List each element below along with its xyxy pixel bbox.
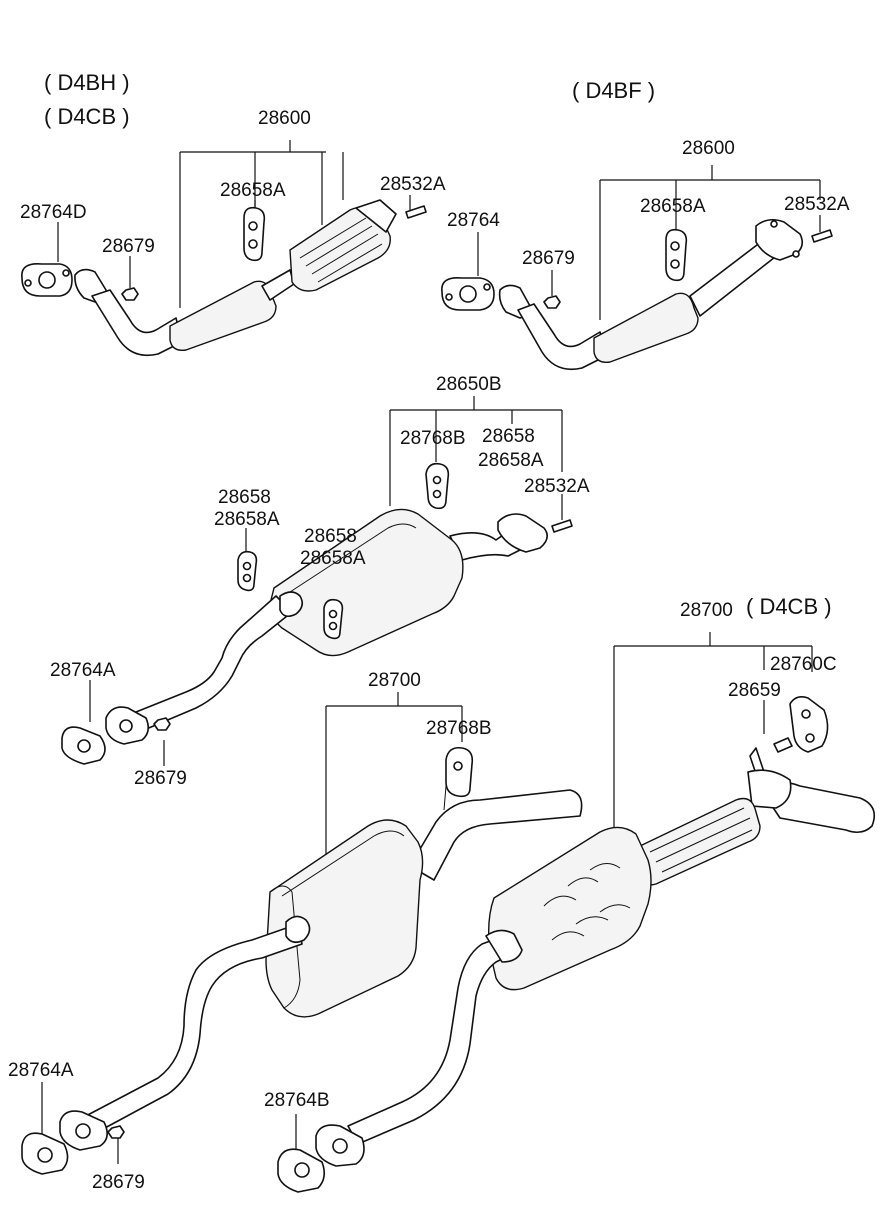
center-muffler-shape: [269, 508, 464, 657]
main-muffler-assembly: [21, 692, 583, 1175]
label-tl-28679: 28679: [102, 236, 155, 257]
label-m-28650b: 28650B: [436, 374, 502, 395]
label-tl-28532a: 28532A: [380, 174, 446, 195]
label-br-28764b: 28764B: [264, 1090, 330, 1111]
label-tr-28679: 28679: [522, 248, 575, 269]
label-br-28760c: 28760C: [770, 654, 837, 675]
label-tr-28532a: 28532A: [784, 194, 850, 215]
label-m-28658a-right: 28658A: [478, 450, 544, 471]
label-tr-28764: 28764: [447, 210, 500, 231]
label-tr-28658a: 28658A: [640, 196, 706, 217]
label-bl-28764a: 28764A: [8, 1060, 74, 1081]
label-bl-28768b: 28768B: [426, 718, 492, 739]
label-br-28659: 28659: [728, 680, 781, 701]
label-bl-28679: 28679: [92, 1172, 145, 1193]
header-d4cb-top: ( D4CB ): [44, 104, 130, 129]
front-pipe-assembly-d4bh: [21, 140, 427, 357]
label-m-28658-left: 28658: [218, 487, 271, 508]
label-m-28764a: 28764A: [50, 660, 116, 681]
label-m-28768b: 28768B: [400, 428, 466, 449]
label-bl-28700: 28700: [368, 670, 421, 691]
center-muffler-assembly: [61, 396, 573, 766]
main-muffler-assembly-d4cb: [277, 632, 876, 1193]
label-br-28700: 28700: [680, 600, 733, 621]
label-tl-28600: 28600: [258, 108, 311, 129]
label-tl-28658a: 28658A: [220, 180, 286, 201]
label-m-28658a-left: 28658A: [214, 509, 280, 530]
label-tr-28600: 28600: [682, 138, 735, 159]
header-d4bh: ( D4BH ): [44, 70, 130, 95]
label-m-28679: 28679: [134, 768, 187, 789]
label-tl-28764d: 28764D: [20, 202, 87, 223]
label-m-28532a: 28532A: [524, 476, 590, 497]
main-muffler-d4cb-shape: [487, 826, 652, 991]
header-d4bf: ( D4BF ): [572, 78, 655, 103]
label-m-28658-center: 28658: [304, 526, 357, 547]
front-pipe-assembly-d4bf: [441, 165, 833, 371]
main-muffler-shape: [265, 819, 424, 1018]
label-m-28658a-center: 28658A: [300, 548, 366, 569]
header-d4cb-right: ( D4CB ): [746, 594, 832, 619]
label-m-28658-right: 28658: [482, 426, 535, 447]
